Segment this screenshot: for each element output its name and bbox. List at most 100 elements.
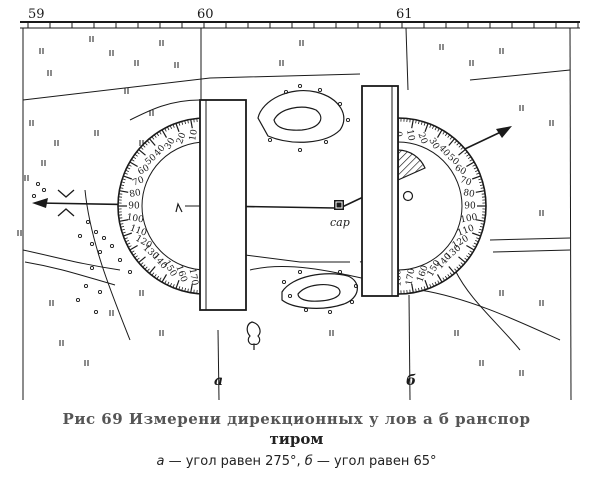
scale-tick bbox=[121, 181, 125, 184]
bush-symbol bbox=[317, 87, 323, 93]
scale-tick bbox=[153, 134, 157, 138]
scale-tick bbox=[140, 262, 144, 266]
scale-tick bbox=[125, 169, 129, 172]
bush-symbol bbox=[337, 269, 343, 275]
scale-tick bbox=[132, 252, 137, 256]
scale-tick bbox=[181, 287, 184, 291]
scale-tick bbox=[423, 286, 426, 290]
bush-symbol bbox=[297, 269, 303, 275]
scale-tick bbox=[156, 275, 160, 280]
bridge-icon bbox=[57, 189, 75, 217]
scale-tick bbox=[164, 128, 167, 132]
scale-tick bbox=[151, 136, 155, 140]
scale-tick bbox=[184, 120, 186, 125]
marsh-symbol bbox=[124, 88, 129, 94]
scale-tick bbox=[424, 279, 429, 289]
marsh-symbol bbox=[539, 210, 544, 216]
scale-tick bbox=[144, 266, 148, 270]
scale-tick bbox=[434, 281, 437, 286]
bush-symbol bbox=[267, 137, 273, 143]
scale-tick bbox=[458, 144, 462, 148]
scale-tick bbox=[456, 266, 460, 270]
scale-tick bbox=[476, 172, 480, 175]
grid-lines bbox=[22, 27, 572, 401]
scale-tick bbox=[411, 119, 414, 129]
marsh-symbol bbox=[469, 60, 474, 66]
scale-tick bbox=[448, 138, 456, 146]
scale-tick bbox=[120, 226, 125, 228]
scale-tick bbox=[140, 146, 144, 150]
scale-tick bbox=[479, 181, 483, 184]
scale-tick bbox=[473, 167, 478, 170]
scale-tick bbox=[429, 284, 432, 288]
scale-tick bbox=[447, 274, 451, 278]
scale-tick bbox=[119, 187, 124, 189]
scale-tick bbox=[153, 274, 157, 278]
scale-tick bbox=[479, 228, 483, 231]
scale-tick bbox=[136, 257, 140, 261]
scale-tick bbox=[447, 134, 451, 138]
scale-tick bbox=[134, 255, 138, 259]
grid-label-60: 60 bbox=[197, 7, 214, 22]
scale-tick bbox=[126, 167, 131, 170]
scale-tick bbox=[172, 124, 175, 128]
scale-tick bbox=[415, 288, 417, 293]
scale-tick bbox=[449, 136, 453, 140]
bush-symbol bbox=[283, 89, 289, 95]
scale-tick bbox=[479, 226, 484, 228]
bush-symbol bbox=[349, 299, 355, 305]
marsh-symbol bbox=[499, 48, 504, 54]
scale-tick bbox=[164, 280, 167, 284]
caption-text-a: — угол равен 275°, bbox=[164, 454, 305, 469]
scale-tick bbox=[411, 283, 414, 293]
marsh-symbol bbox=[139, 290, 144, 296]
grid-label-59: 59 bbox=[28, 7, 45, 22]
scale-tick bbox=[126, 242, 131, 245]
scale-tick bbox=[128, 164, 132, 167]
scale-tick bbox=[471, 232, 481, 237]
lake-bottom bbox=[281, 273, 358, 309]
scale-label: 10 bbox=[188, 128, 200, 141]
scale-label: 100 bbox=[126, 213, 145, 226]
scale-tick bbox=[138, 256, 146, 264]
scale-tick bbox=[464, 257, 468, 261]
bush-symbol bbox=[297, 147, 303, 153]
scale-tick bbox=[136, 151, 140, 155]
scale-tick bbox=[480, 223, 485, 225]
marsh-symbol bbox=[159, 40, 164, 46]
marsh-symbol bbox=[109, 50, 114, 56]
scale-label: 10 bbox=[404, 129, 416, 142]
scale-tick bbox=[456, 142, 460, 146]
bush-symbol bbox=[109, 243, 115, 249]
marsh-symbol bbox=[94, 130, 99, 136]
scale-tick bbox=[159, 131, 162, 135]
protractor-a-ticks bbox=[118, 118, 207, 294]
scale-tick bbox=[437, 280, 440, 284]
scale-tick bbox=[131, 159, 135, 162]
scale-tick bbox=[138, 148, 146, 156]
bush-symbol bbox=[93, 309, 99, 315]
marsh-symbol bbox=[454, 330, 459, 336]
scale-tick bbox=[418, 120, 420, 125]
scale-tick bbox=[156, 132, 160, 137]
scale-tick bbox=[449, 272, 453, 276]
scale-tick bbox=[466, 161, 475, 168]
scale-tick bbox=[169, 283, 172, 287]
scale-tick bbox=[436, 129, 443, 138]
scale-tick bbox=[444, 275, 448, 280]
tree-symbol-icon bbox=[246, 321, 261, 350]
bush-symbol bbox=[117, 257, 123, 263]
scale-tick bbox=[476, 237, 480, 240]
scale-tick bbox=[432, 125, 435, 129]
marsh-symbol bbox=[29, 120, 34, 126]
scale-tick bbox=[181, 121, 184, 125]
scale-tick bbox=[472, 245, 476, 248]
scale-tick bbox=[178, 122, 181, 126]
bush-symbol bbox=[77, 233, 83, 239]
scale-tick bbox=[466, 255, 470, 259]
scale-tick bbox=[473, 242, 478, 245]
scale-tick bbox=[432, 283, 435, 287]
scale-tick bbox=[467, 156, 472, 160]
figure-caption-line-2: тиром bbox=[269, 430, 324, 448]
